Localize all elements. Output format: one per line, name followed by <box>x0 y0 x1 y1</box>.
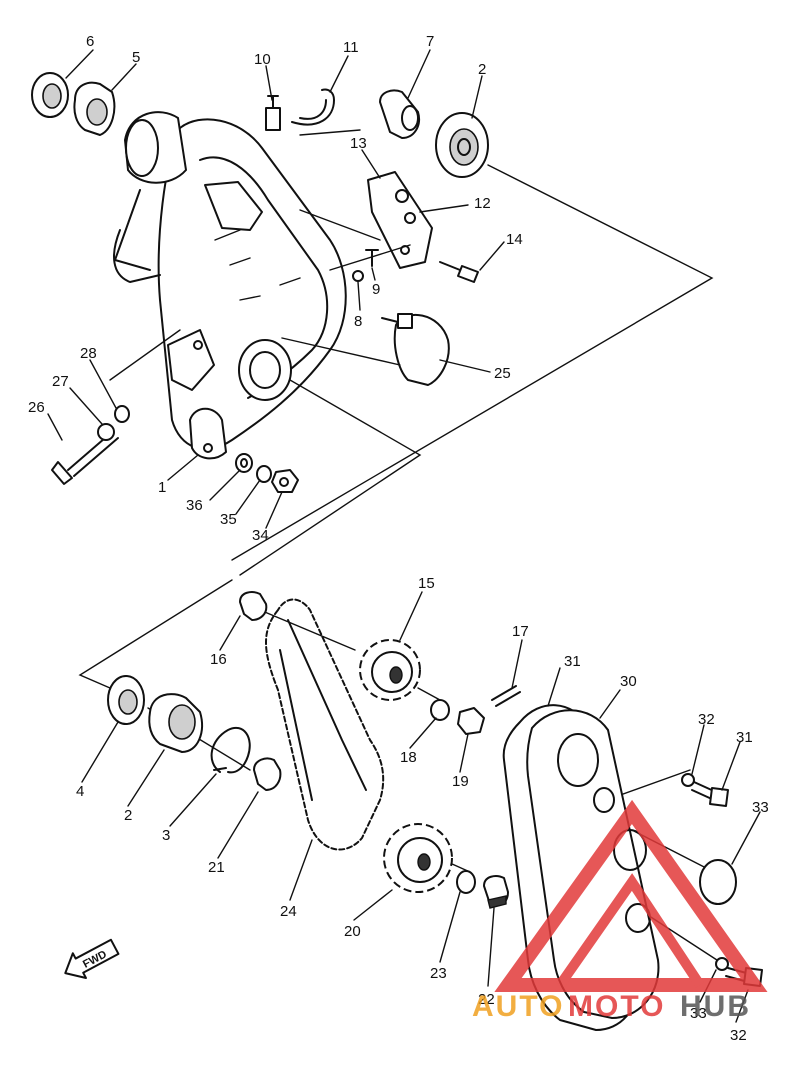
hose-11 <box>291 88 335 126</box>
washer-18 <box>430 699 450 721</box>
label-36: 36 <box>186 497 203 514</box>
label-6: 6 <box>86 33 94 50</box>
label-10: 10 <box>254 51 271 68</box>
bearing-2-bottom <box>148 693 203 753</box>
sprocket-15 <box>359 639 421 701</box>
nut-8-bolt-9 <box>352 249 379 282</box>
label-15: 15 <box>418 575 435 592</box>
label-11: 11 <box>343 39 359 56</box>
bolt-31-top <box>691 781 729 807</box>
circlip-3 <box>210 727 251 774</box>
label-19: 19 <box>452 773 469 790</box>
bolt-26 <box>51 431 119 485</box>
label-28: 28 <box>80 345 97 362</box>
plug-33 <box>699 859 737 905</box>
label-13: 13 <box>350 135 367 152</box>
bearing-5 <box>73 81 116 136</box>
collar-7 <box>379 89 420 139</box>
collar-21 <box>253 757 282 791</box>
label-4: 4 <box>76 783 84 800</box>
chain-24 <box>265 598 385 851</box>
watermark-triangle-icon <box>494 799 768 992</box>
washer-36 <box>235 453 253 473</box>
label-20: 20 <box>344 923 361 940</box>
label-35: 35 <box>220 511 237 528</box>
bolt-14 <box>439 261 479 283</box>
washer-35 <box>256 465 272 483</box>
bearing-2-top <box>435 112 489 178</box>
label-26: 26 <box>28 399 45 416</box>
nut-34 <box>271 469 299 493</box>
part-number-labels: 6 5 10 11 7 2 13 12 14 9 8 25 28 27 26 1… <box>28 33 769 1044</box>
bracket-25 <box>381 313 450 386</box>
label-12: 12 <box>474 195 491 212</box>
pin-17 <box>491 685 521 707</box>
bearing-6 <box>31 72 69 118</box>
label-7: 7 <box>426 33 434 50</box>
label-1: 1 <box>158 479 166 496</box>
label-5: 5 <box>132 49 140 66</box>
label-27: 27 <box>52 373 69 390</box>
label-16: 16 <box>210 651 227 668</box>
nut-32-top <box>681 773 695 787</box>
label-24: 24 <box>280 903 297 920</box>
watermark-hub: HUB <box>680 990 751 1023</box>
label-9: 9 <box>372 281 380 298</box>
label-32-top: 32 <box>698 711 715 728</box>
label-30: 31 <box>564 653 581 670</box>
collar-16 <box>239 591 268 621</box>
label-2-bottom: 2 <box>124 807 132 824</box>
label-31-top: 31 <box>736 729 753 746</box>
label-32-bottom: 33 <box>690 1005 707 1022</box>
chain-case <box>113 111 347 460</box>
label-33: 33 <box>752 799 769 816</box>
label-17: 17 <box>512 623 529 640</box>
label-3: 3 <box>162 827 170 844</box>
nut-22 <box>483 875 509 909</box>
nut-32-bottom <box>715 957 729 971</box>
sprocket-20 <box>383 823 453 893</box>
sensor-10 <box>265 95 281 131</box>
label-14: 14 <box>506 231 523 248</box>
watermark-moto: MOTO <box>568 990 665 1023</box>
assembly-lines-top <box>109 129 714 576</box>
bearing-4 <box>107 675 145 725</box>
watermark-auto: AUTO <box>472 990 564 1023</box>
washer-28 <box>114 405 130 423</box>
label-8: 8 <box>354 313 362 330</box>
nut-27 <box>97 423 115 441</box>
washer-23 <box>456 870 476 894</box>
label-23: 23 <box>430 965 447 982</box>
label-22: 22 <box>478 991 495 1008</box>
label-34: 34 <box>252 527 269 544</box>
label-21: 21 <box>208 859 225 876</box>
label-2-top: 2 <box>478 61 486 78</box>
label-18: 18 <box>400 749 417 766</box>
leader-lines <box>47 49 761 1023</box>
label-29: 30 <box>620 673 637 690</box>
label-31-bottom: 32 <box>730 1027 747 1044</box>
fwd-arrow-icon: FWD <box>64 938 120 979</box>
plate-12-13 <box>367 171 433 269</box>
nut-19 <box>457 707 485 735</box>
label-25: 25 <box>494 365 511 382</box>
watermark: AUTO MOTO HUB <box>472 799 768 1023</box>
